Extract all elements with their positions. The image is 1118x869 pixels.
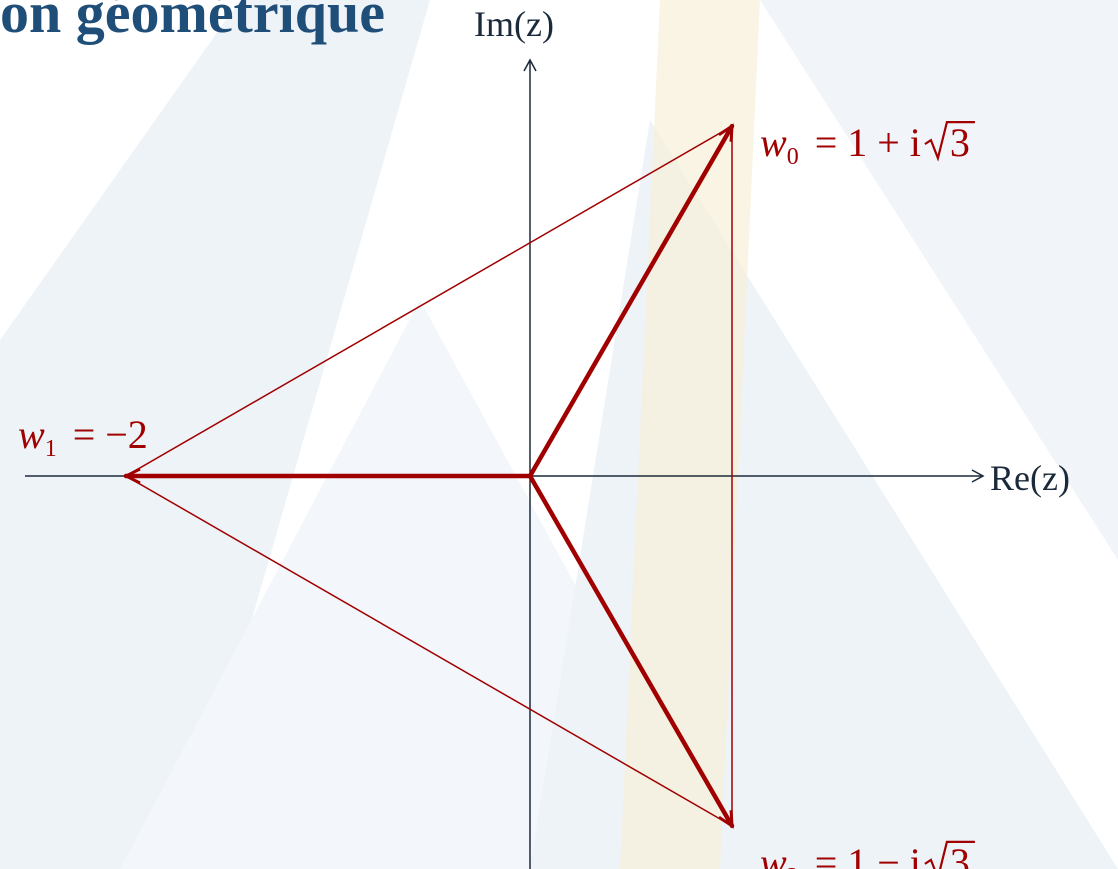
root-vectors (126, 126, 735, 826)
label-w2: w2 = 1 − i 3 (760, 840, 975, 869)
x-axis-label: Re(z) (990, 458, 1070, 498)
y-axis-label: Im(z) (474, 4, 554, 44)
label-w0: w0 = 1 + i 3 (760, 120, 975, 170)
slide-heading: on géométrique (0, 0, 385, 45)
svg-text:w0 = 1 + i: w0 = 1 + i (760, 120, 921, 170)
label-w1: w1 = −2 (18, 412, 148, 462)
bg-shape-1 (0, 0, 430, 869)
svg-text:w1 = −2: w1 = −2 (18, 412, 148, 462)
triangle-edge-w1-w2 (125, 475, 733, 827)
bg-shape-5 (760, 0, 1118, 560)
sqrt-symbol (924, 121, 975, 162)
root-labels: w0 = 1 + i 3 w1 = −2 w2 = 1 − i 3 (18, 120, 975, 869)
bg-shape-4 (620, 0, 760, 869)
vector-w0 (527, 126, 735, 479)
vector-w2 (527, 473, 735, 826)
sqrt-radicand: 3 (950, 840, 970, 869)
triangle-edges (125, 125, 733, 827)
sqrt-symbol (924, 840, 975, 869)
svg-text:w2 = 1 − i: w2 = 1 − i (760, 840, 921, 869)
triangle-edge-w0-w1 (125, 125, 733, 477)
sqrt-radicand: 3 (950, 120, 970, 165)
